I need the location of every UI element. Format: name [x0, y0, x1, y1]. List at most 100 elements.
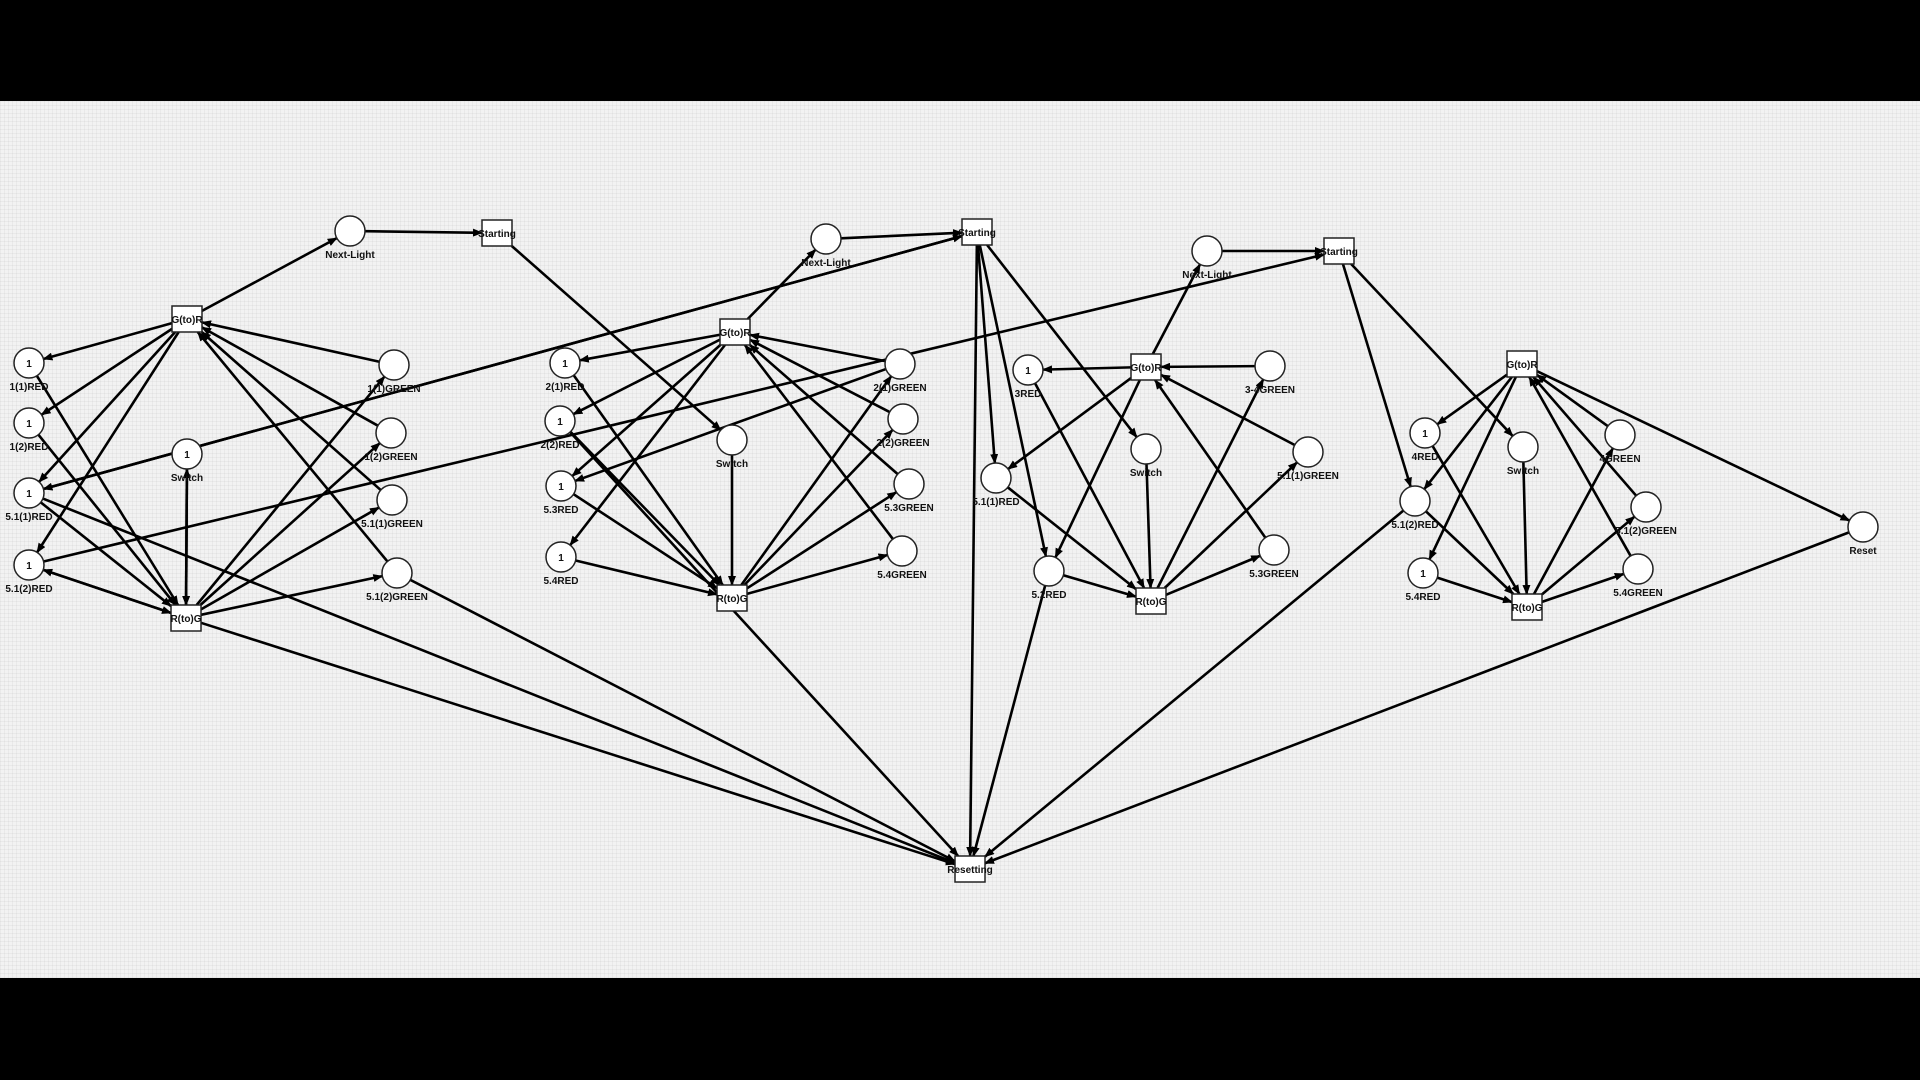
- place-circle[interactable]: [716, 424, 748, 456]
- transition-d-rg[interactable]: R(to)G: [1511, 593, 1543, 621]
- arc-c-gr-to-c-r3[interactable]: [1054, 379, 1141, 559]
- arc-b-gr-to-b-r3[interactable]: [571, 344, 722, 478]
- arc-b-r4-to-b-rg[interactable]: [575, 559, 718, 597]
- place-circle[interactable]: [1254, 350, 1286, 382]
- arc-d-rg-to-d-g2[interactable]: [1541, 515, 1636, 596]
- arc-b-g4-to-b-gr[interactable]: [743, 344, 894, 540]
- place-c-r2[interactable]: 5.1(1)RED: [972, 462, 1020, 508]
- transition-a-gr[interactable]: G(to)R: [171, 305, 203, 333]
- place-circle[interactable]: [376, 484, 408, 516]
- arc-d-r1-to-d-rg[interactable]: [1431, 445, 1521, 595]
- arc-c-r2-to-c-rg[interactable]: [1006, 486, 1137, 591]
- arc-b-nl-to-b-st[interactable]: [840, 229, 963, 240]
- arc-b-st-to-c-r3[interactable]: [978, 244, 1048, 558]
- transition-box[interactable]: [1135, 587, 1167, 615]
- place-circle[interactable]: [1191, 235, 1223, 267]
- place-circle[interactable]: [545, 470, 577, 502]
- place-circle[interactable]: [886, 535, 918, 567]
- arc-b-r1-to-b-rg[interactable]: [572, 374, 724, 586]
- place-c-g1[interactable]: 3-4GREEN: [1245, 350, 1295, 396]
- arc-a-gr-to-a-r2[interactable]: [40, 327, 173, 416]
- place-d-sw[interactable]: Switch: [1507, 431, 1539, 477]
- arc-a-gr-to-a-nl[interactable]: [201, 236, 338, 313]
- arc-d-gr-to-d-r2[interactable]: [1423, 376, 1513, 490]
- arc-a-g1-to-a-gr[interactable]: [201, 320, 380, 364]
- place-circle[interactable]: [13, 347, 45, 379]
- place-b-r4[interactable]: 15.4RED: [543, 541, 579, 587]
- arc-c-rg-to-c-g1[interactable]: [1156, 378, 1265, 589]
- place-circle[interactable]: [13, 407, 45, 439]
- arc-b-r2-to-resetting[interactable]: [569, 431, 960, 857]
- arc-d-g1-to-d-gr[interactable]: [1536, 373, 1609, 428]
- arc-d-g2-to-d-gr[interactable]: [1532, 376, 1638, 497]
- place-circle[interactable]: [1409, 417, 1441, 449]
- place-circle[interactable]: [887, 403, 919, 435]
- place-circle[interactable]: [375, 417, 407, 449]
- arc-d-gr-to-reset[interactable]: [1536, 369, 1851, 522]
- arc-a-r3-to-a-rg[interactable]: [39, 501, 172, 608]
- place-a-r2[interactable]: 11(2)RED: [10, 407, 49, 453]
- arc-c-g3-to-c-gr[interactable]: [1154, 379, 1267, 539]
- place-circle[interactable]: [13, 477, 45, 509]
- arc-d-rg-to-d-g3[interactable]: [1541, 572, 1625, 604]
- place-circle[interactable]: [334, 215, 366, 247]
- place-circle[interactable]: [893, 468, 925, 500]
- arc-a-rg-to-a-g1[interactable]: [195, 375, 386, 606]
- transition-box[interactable]: [961, 218, 993, 246]
- arc-a-g4-to-a-gr[interactable]: [196, 331, 389, 563]
- arc-b-g1-to-b-gr[interactable]: [749, 332, 886, 363]
- arc-c-g1-to-c-gr[interactable]: [1160, 362, 1256, 371]
- place-circle[interactable]: [1292, 436, 1324, 468]
- place-circle[interactable]: [549, 347, 581, 379]
- arc-c-gr-to-c-r1[interactable]: [1041, 365, 1132, 374]
- place-b-sw[interactable]: Switch: [716, 424, 748, 470]
- place-circle[interactable]: [1604, 419, 1636, 451]
- arc-a-st-to-b-sw[interactable]: [510, 245, 722, 432]
- arc-a-gr-to-a-r3[interactable]: [38, 331, 177, 483]
- transition-box[interactable]: [481, 219, 513, 247]
- transition-c-gr[interactable]: G(to)R: [1130, 353, 1162, 381]
- transition-c-st[interactable]: Starting: [1320, 237, 1358, 265]
- place-circle[interactable]: [171, 438, 203, 470]
- transition-box[interactable]: [954, 855, 986, 883]
- arc-d-gr-to-d-r3[interactable]: [1428, 376, 1518, 561]
- place-circle[interactable]: [1033, 555, 1065, 587]
- arc-c-rg-to-c-g2[interactable]: [1163, 461, 1299, 589]
- arc-b-rg-to-b-g1[interactable]: [740, 375, 893, 586]
- place-d-r3[interactable]: 15.4RED: [1405, 557, 1441, 603]
- transition-box[interactable]: [716, 584, 748, 612]
- place-b-nl[interactable]: Next-Light: [801, 223, 851, 269]
- arc-d-r2-to-d-rg[interactable]: [1425, 510, 1515, 595]
- transition-c-rg[interactable]: R(to)G: [1135, 587, 1167, 615]
- arc-d-r2-to-resetting[interactable]: [984, 509, 1405, 858]
- arc-a-rg-to-a-g4[interactable]: [200, 574, 384, 617]
- arc-a-g3-to-a-gr[interactable]: [200, 331, 382, 492]
- arc-a-r2-to-a-rg[interactable]: [37, 433, 177, 606]
- place-circle[interactable]: [1012, 354, 1044, 386]
- place-a-g2[interactable]: 1(2)GREEN: [364, 417, 418, 463]
- place-circle[interactable]: [544, 405, 576, 437]
- transition-b-st[interactable]: Starting: [958, 218, 996, 246]
- arc-c-g2-to-c-gr[interactable]: [1160, 373, 1296, 447]
- arc-b-rg-to-b-g3[interactable]: [746, 491, 898, 590]
- arc-d-g3-to-d-gr[interactable]: [1528, 376, 1632, 557]
- arc-c-gr-to-c-r2[interactable]: [1007, 377, 1132, 471]
- arc-d-sw-to-d-rg[interactable]: [1522, 461, 1531, 595]
- place-a-nl[interactable]: Next-Light: [325, 215, 375, 261]
- arc-b-rg-to-b-g2[interactable]: [743, 428, 894, 586]
- arc-b-st-to-resetting[interactable]: [966, 244, 979, 857]
- arc-b-rg-to-b-g4[interactable]: [746, 553, 889, 596]
- arc-b-st-to-c-r2[interactable]: [976, 244, 999, 465]
- arc-b-gr-to-b-r4[interactable]: [569, 344, 726, 546]
- place-circle[interactable]: [1407, 557, 1439, 589]
- arc-c-r3-to-c-rg[interactable]: [1063, 573, 1137, 598]
- arc-c-r3-to-resetting[interactable]: [971, 585, 1047, 857]
- arc-a-gr-to-a-r4[interactable]: [36, 331, 180, 554]
- place-a-g3[interactable]: 5.1(1)GREEN: [361, 484, 423, 530]
- arc-b-gr-to-b-r1[interactable]: [578, 333, 721, 363]
- place-circle[interactable]: [1258, 534, 1290, 566]
- transition-a-rg[interactable]: R(to)G: [170, 604, 202, 632]
